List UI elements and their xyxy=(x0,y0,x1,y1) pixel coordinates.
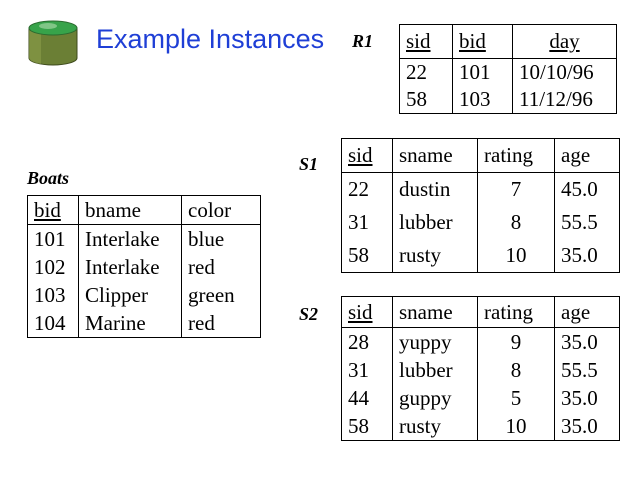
table-cell: 103 xyxy=(27,281,79,309)
table-cell: 35.0 xyxy=(554,384,620,412)
column-header-bid: bid xyxy=(27,195,79,225)
table-row: 103 Clipper green xyxy=(27,281,261,309)
table-label-r1: R1 xyxy=(352,31,374,51)
table-cell: 10 xyxy=(477,412,555,441)
table-cell: 22 xyxy=(399,58,453,86)
table-cell: 10 xyxy=(477,239,555,273)
table-boats: bid bname color 101 Interlake blue 102 I… xyxy=(27,195,261,338)
table-cell: lubber xyxy=(392,206,478,239)
table-cell: 58 xyxy=(341,412,393,441)
table-row: 22 101 10/10/96 xyxy=(399,58,617,86)
column-header-rating: rating xyxy=(477,296,555,328)
table-label-s1: S1 xyxy=(299,154,319,174)
column-header-bid: bid xyxy=(452,24,513,59)
table-header-row: sid sname rating age xyxy=(341,296,620,328)
table-r1: sid bid day 22 101 10/10/96 58 103 11/12… xyxy=(399,24,617,114)
table-cell: red xyxy=(181,309,261,338)
table-row: 28 yuppy 9 35.0 xyxy=(341,327,620,356)
table-cell: 44 xyxy=(341,384,393,412)
table-cell: red xyxy=(181,253,261,281)
table-row: 101 Interlake blue xyxy=(27,224,261,253)
table-cell: 10/10/96 xyxy=(512,58,617,86)
database-cylinder-icon xyxy=(26,18,80,68)
table-cell: 5 xyxy=(477,384,555,412)
table-cell: lubber xyxy=(392,356,478,384)
table-cell: 28 xyxy=(341,327,393,356)
table-cell: 103 xyxy=(452,86,513,114)
table-row: 31 lubber 8 55.5 xyxy=(341,206,620,239)
table-cell: Marine xyxy=(78,309,182,338)
table-cell: 104 xyxy=(27,309,79,338)
table-label-boats: Boats xyxy=(27,168,70,188)
table-s1: sid sname rating age 22 dustin 7 45.0 31… xyxy=(341,138,620,273)
table-cell: 8 xyxy=(477,356,555,384)
column-header-age: age xyxy=(554,138,620,173)
column-header-sid: sid xyxy=(341,138,393,173)
table-header-row: sid bid day xyxy=(399,24,617,59)
table-row: 22 dustin 7 45.0 xyxy=(341,172,620,206)
table-cell: dustin xyxy=(392,172,478,206)
table-row: 58 rusty 10 35.0 xyxy=(341,412,620,441)
table-cell: 22 xyxy=(341,172,393,206)
table-cell: Interlake xyxy=(78,224,182,253)
column-header-bname: bname xyxy=(78,195,182,225)
table-cell: blue xyxy=(181,224,261,253)
column-header-sname: sname xyxy=(392,296,478,328)
table-cell: 35.0 xyxy=(554,327,620,356)
table-cell: 35.0 xyxy=(554,412,620,441)
table-row: 44 guppy 5 35.0 xyxy=(341,384,620,412)
column-header-sid: sid xyxy=(341,296,393,328)
table-cell: 101 xyxy=(27,224,79,253)
table-cell: Interlake xyxy=(78,253,182,281)
table-cell: rusty xyxy=(392,239,478,273)
table-row: 58 rusty 10 35.0 xyxy=(341,239,620,273)
table-cell: 55.5 xyxy=(554,356,620,384)
column-header-age: age xyxy=(554,296,620,328)
table-header-row: bid bname color xyxy=(27,195,261,225)
table-cell: 101 xyxy=(452,58,513,86)
table-cell: 31 xyxy=(341,356,393,384)
table-cell: Clipper xyxy=(78,281,182,309)
column-header-sname: sname xyxy=(392,138,478,173)
table-s2: sid sname rating age 28 yuppy 9 35.0 31 … xyxy=(341,296,620,441)
table-cell: 102 xyxy=(27,253,79,281)
column-header-day: day xyxy=(512,24,617,59)
table-cell: guppy xyxy=(392,384,478,412)
table-label-s2: S2 xyxy=(299,304,319,324)
table-row: 104 Marine red xyxy=(27,309,261,338)
table-cell: 58 xyxy=(341,239,393,273)
table-row: 58 103 11/12/96 xyxy=(399,86,617,114)
table-row: 31 lubber 8 55.5 xyxy=(341,356,620,384)
table-cell: 55.5 xyxy=(554,206,620,239)
table-cell: 35.0 xyxy=(554,239,620,273)
table-row: 102 Interlake red xyxy=(27,253,261,281)
table-header-row: sid sname rating age xyxy=(341,138,620,173)
column-header-rating: rating xyxy=(477,138,555,173)
table-cell: 8 xyxy=(477,206,555,239)
column-header-sid: sid xyxy=(399,24,453,59)
column-header-color: color xyxy=(181,195,261,225)
table-cell: green xyxy=(181,281,261,309)
table-cell: 31 xyxy=(341,206,393,239)
table-cell: yuppy xyxy=(392,327,478,356)
table-cell: rusty xyxy=(392,412,478,441)
table-cell: 58 xyxy=(399,86,453,114)
table-cell: 11/12/96 xyxy=(512,86,617,114)
table-cell: 45.0 xyxy=(554,172,620,206)
page-title: Example Instances xyxy=(96,24,325,54)
table-cell: 7 xyxy=(477,172,555,206)
table-cell: 9 xyxy=(477,327,555,356)
